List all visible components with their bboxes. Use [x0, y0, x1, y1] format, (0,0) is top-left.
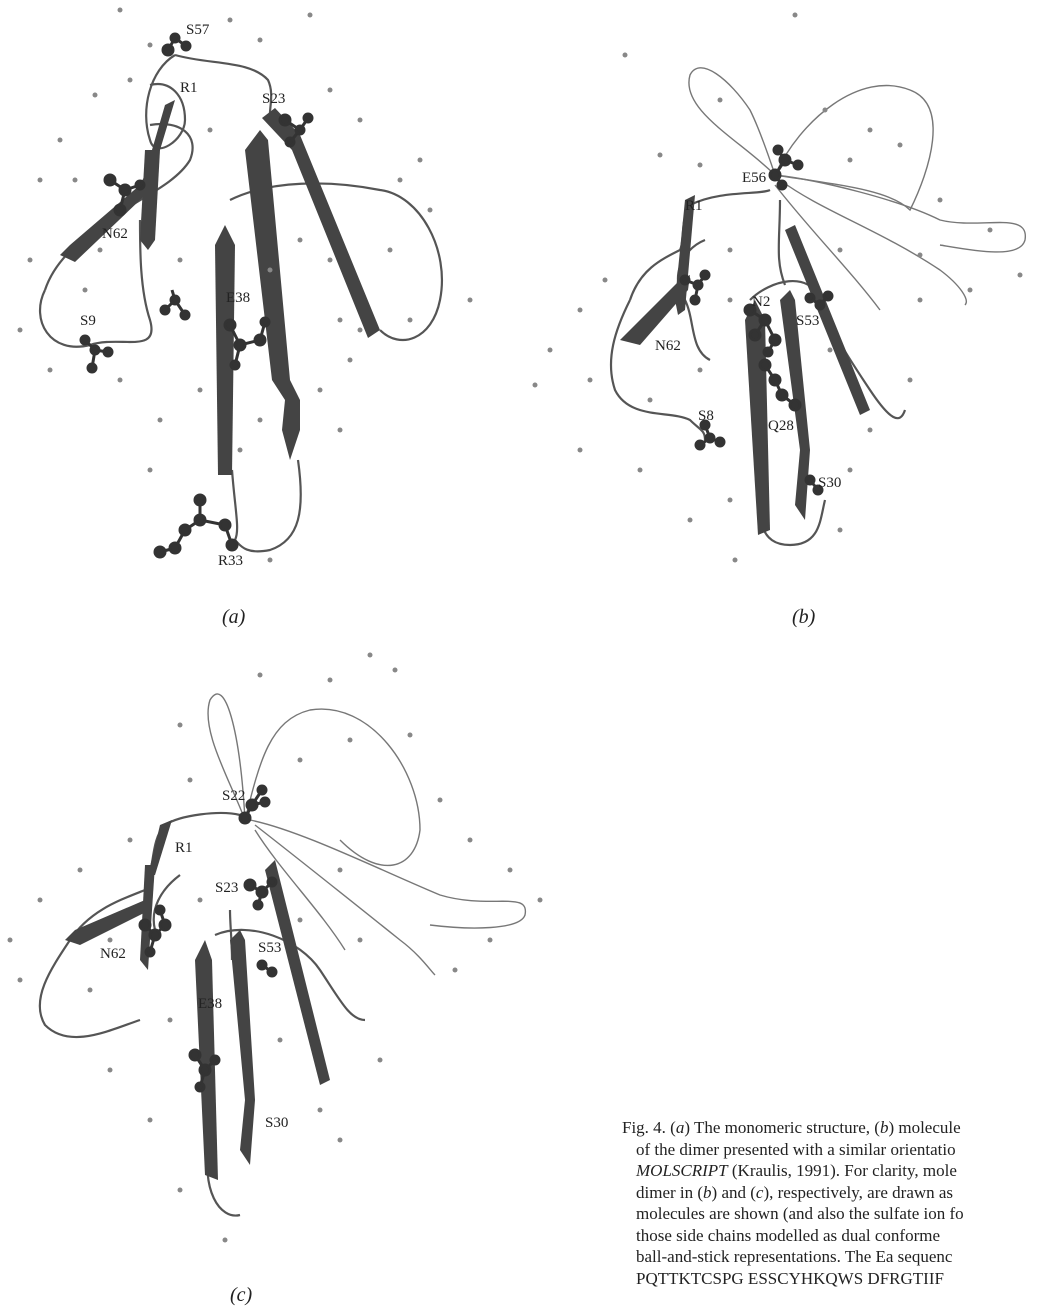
- caption-line-6: those side chains modelled as dual confo…: [622, 1225, 1063, 1247]
- residue-label-E38: E38: [226, 290, 250, 306]
- panel-b-structure: E56 R1 N2 S53 N62 S8 Q28 S30: [520, 0, 1063, 600]
- residue-label-N62: N62: [102, 226, 128, 242]
- panel-b: E56 R1 N2 S53 N62 S8 Q28 S30: [520, 0, 1063, 600]
- residue-label-S23: S23: [215, 880, 238, 896]
- caption-line-4: dimer in (b) and (c), respectively, are …: [622, 1182, 1063, 1204]
- panel-c-label: (c): [230, 1284, 252, 1307]
- panel-c-structure: S22 R1 S23 N62 S53 E38 S30: [0, 640, 560, 1270]
- panel-a-structure: S57 R1 S23 N62 E38 S9 R33: [0, 0, 520, 600]
- residue-label-S57: S57: [186, 22, 210, 38]
- residue-label-R1: R1: [685, 198, 703, 214]
- panel-a: S57 R1 S23 N62 E38 S9 R33: [0, 0, 520, 600]
- residue-label-N62: N62: [655, 338, 681, 354]
- residue-label-R33: R33: [218, 553, 243, 569]
- residue-label-S30: S30: [265, 1115, 288, 1131]
- panel-a-label: (a): [222, 606, 245, 629]
- caption-line-8: PQTTKTCSPG ESSCYHKQWS DFRGTIIF: [622, 1268, 1063, 1290]
- residue-label-E56: E56: [742, 170, 767, 186]
- residue-label-Q28: Q28: [768, 418, 794, 434]
- residue-label-S9: S9: [80, 313, 96, 329]
- residue-label-S22: S22: [222, 788, 245, 804]
- residue-label-S8: S8: [698, 408, 714, 424]
- residue-label-S53: S53: [796, 313, 819, 329]
- panel-b-label: (b): [792, 606, 815, 629]
- caption-line-1: Fig. 4. (a) The monomeric structure, (b)…: [622, 1117, 1063, 1139]
- residue-label-N62: N62: [100, 946, 126, 962]
- caption-line-2: of the dimer presented with a similar or…: [622, 1139, 1063, 1161]
- residue-label-S23: S23: [262, 91, 285, 107]
- residue-label-N2: N2: [752, 294, 770, 310]
- residue-label-R1: R1: [175, 840, 193, 856]
- residue-label-E38: E38: [198, 996, 222, 1012]
- caption-line-3: MOLSCRIPT (Kraulis, 1991). For clarity, …: [622, 1160, 1063, 1182]
- caption-line-7: ball-and-stick representations. The Ea s…: [622, 1246, 1063, 1268]
- caption-line-5: molecules are shown (and also the sulfat…: [622, 1203, 1063, 1225]
- figure-caption: Fig. 4. (a) The monomeric structure, (b)…: [622, 1117, 1063, 1289]
- residue-label-S53: S53: [258, 940, 281, 956]
- residue-label-S30: S30: [818, 475, 841, 491]
- residue-label-R1: R1: [180, 80, 198, 96]
- panel-c: S22 R1 S23 N62 S53 E38 S30: [0, 640, 560, 1270]
